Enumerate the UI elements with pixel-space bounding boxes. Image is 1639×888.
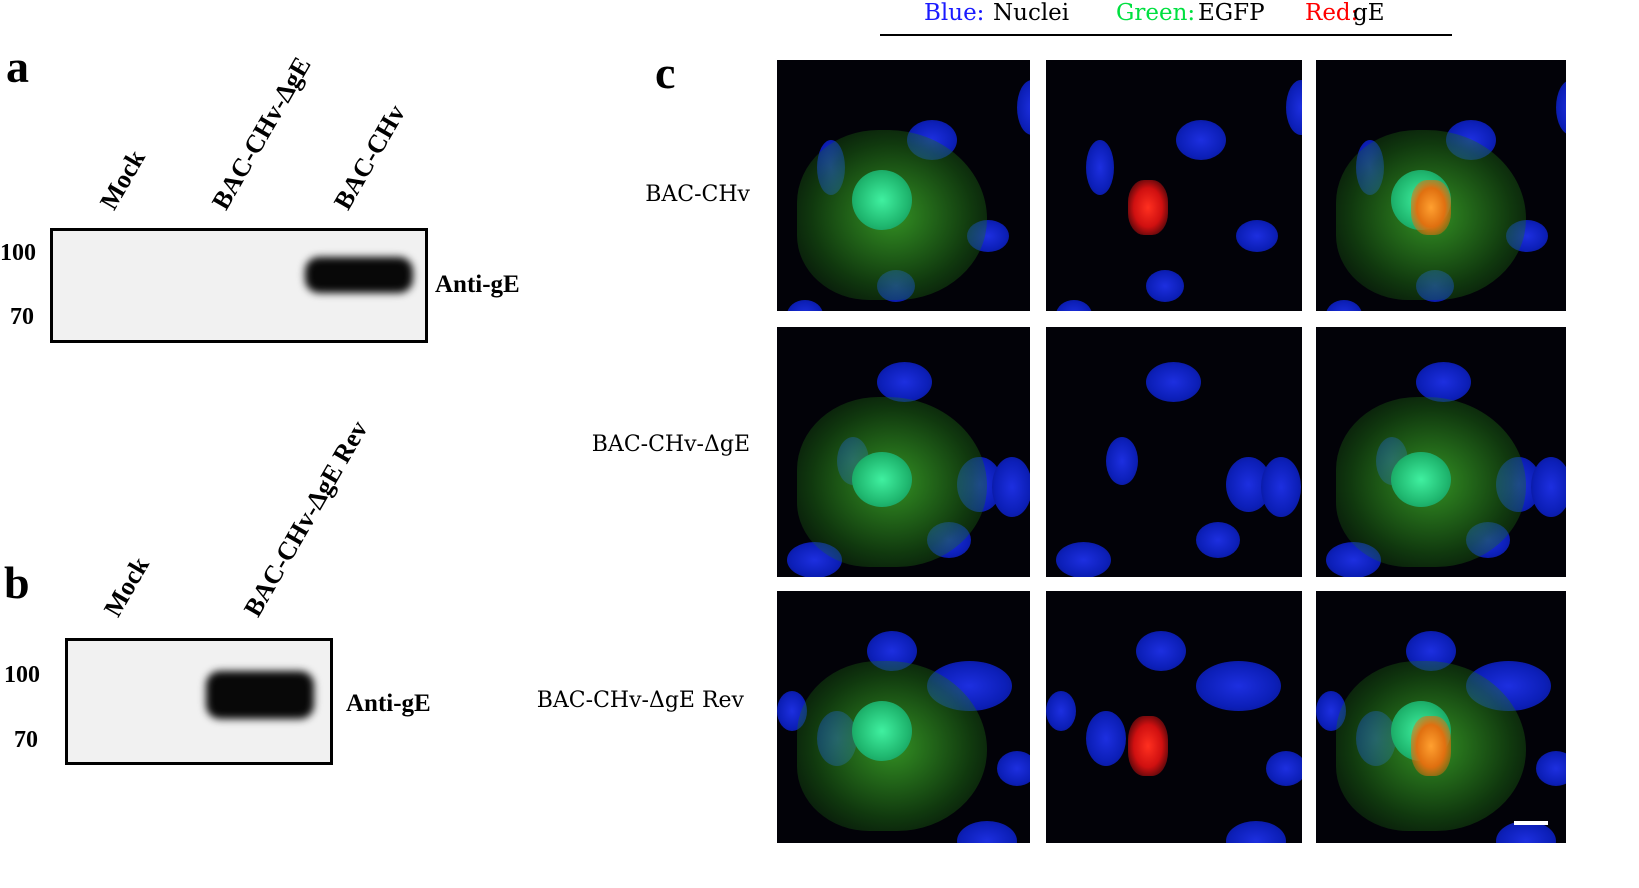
antibody-label-b: Anti-gE xyxy=(346,690,431,717)
nucleus xyxy=(1056,542,1111,577)
nucleus xyxy=(1046,691,1076,731)
nucleus xyxy=(997,751,1030,786)
egfp-nucleus xyxy=(1391,452,1451,507)
nucleus xyxy=(1531,457,1566,517)
nucleus xyxy=(1261,457,1301,517)
mw-marker-70: 70 xyxy=(10,304,34,330)
micrograph-3-2 xyxy=(1046,591,1302,843)
micrograph-2-2 xyxy=(1046,327,1302,577)
lane-label-mock: Mock xyxy=(98,551,155,622)
panel-a-letter: a xyxy=(6,41,29,92)
ge-signal xyxy=(1411,716,1451,776)
nucleus xyxy=(992,457,1030,517)
lane-label-bac-chv-dge: BAC-CHv-ΔgE xyxy=(206,52,317,215)
nucleus xyxy=(1176,120,1226,160)
ge-signal xyxy=(1411,180,1451,235)
legend-green-value: EGFP xyxy=(1198,0,1265,26)
ge-signal xyxy=(1128,180,1168,235)
scale-bar xyxy=(1514,821,1548,825)
nucleus xyxy=(1326,300,1362,311)
mw-marker-100: 100 xyxy=(4,662,40,688)
panel-b-letter: b xyxy=(4,557,30,608)
mw-marker-100: 100 xyxy=(0,240,36,266)
western-blot-b xyxy=(65,638,333,765)
blot-band xyxy=(305,257,413,293)
legend-blue-value: Nuclei xyxy=(993,0,1070,26)
nucleus xyxy=(1266,751,1302,786)
legend-green-key: Green: xyxy=(1116,0,1196,26)
legend-red-value: gE xyxy=(1353,0,1385,26)
nucleus xyxy=(1536,751,1566,786)
micrograph-1-2 xyxy=(1046,60,1302,311)
legend-blue-key: Blue: xyxy=(924,0,985,26)
row-label-bac-chv-dge-rev: BAC-CHv-ΔgE Rev xyxy=(536,688,744,713)
lane-label-bac-chv: BAC-CHv xyxy=(328,99,411,215)
ge-signal xyxy=(1128,716,1168,776)
nucleus xyxy=(877,362,932,402)
micrograph-1-1 xyxy=(777,60,1030,311)
nucleus xyxy=(957,821,1017,843)
egfp-nucleus xyxy=(852,452,912,507)
lane-label-bac-chv-dge-rev: BAC-CHv-ΔgE Rev xyxy=(238,415,374,622)
nucleus xyxy=(1196,522,1240,558)
nucleus xyxy=(1146,362,1201,402)
mw-marker-70: 70 xyxy=(14,727,38,753)
nucleus xyxy=(1056,300,1092,311)
legend-red-key: Red: xyxy=(1305,0,1359,26)
micrograph-3-3 xyxy=(1316,591,1566,843)
row-label-bac-chv-dge: BAC-CHv-ΔgE xyxy=(591,432,750,457)
antibody-label-a: Anti-gE xyxy=(435,271,520,298)
nucleus xyxy=(1017,80,1030,135)
micrograph-3-1 xyxy=(777,591,1030,843)
nucleus xyxy=(1286,80,1302,135)
micrograph-2-3 xyxy=(1316,327,1566,577)
nucleus xyxy=(1146,270,1184,302)
micrograph-1-3 xyxy=(1316,60,1566,311)
channel-legend: Blue: Nuclei Green: EGFP Red: gE xyxy=(880,0,1452,36)
row-label-bac-chv: BAC-CHv xyxy=(645,182,750,207)
nucleus xyxy=(1416,362,1471,402)
nucleus xyxy=(1556,80,1566,135)
lane-label-mock: Mock xyxy=(94,144,151,215)
nucleus xyxy=(787,300,823,311)
nucleus xyxy=(1106,437,1138,485)
nucleus xyxy=(1086,140,1114,195)
egfp-nucleus xyxy=(852,701,912,761)
panel-c-letter: c xyxy=(655,47,676,98)
nucleus xyxy=(1236,220,1278,252)
micrograph-2-1 xyxy=(777,327,1030,577)
western-blot-a xyxy=(50,228,428,343)
nucleus xyxy=(1086,711,1126,766)
blot-band xyxy=(206,671,314,719)
nucleus xyxy=(1226,821,1286,843)
nucleus xyxy=(1136,631,1186,671)
egfp-nucleus xyxy=(852,170,912,230)
nucleus xyxy=(1496,821,1556,843)
nucleus xyxy=(1196,661,1281,711)
